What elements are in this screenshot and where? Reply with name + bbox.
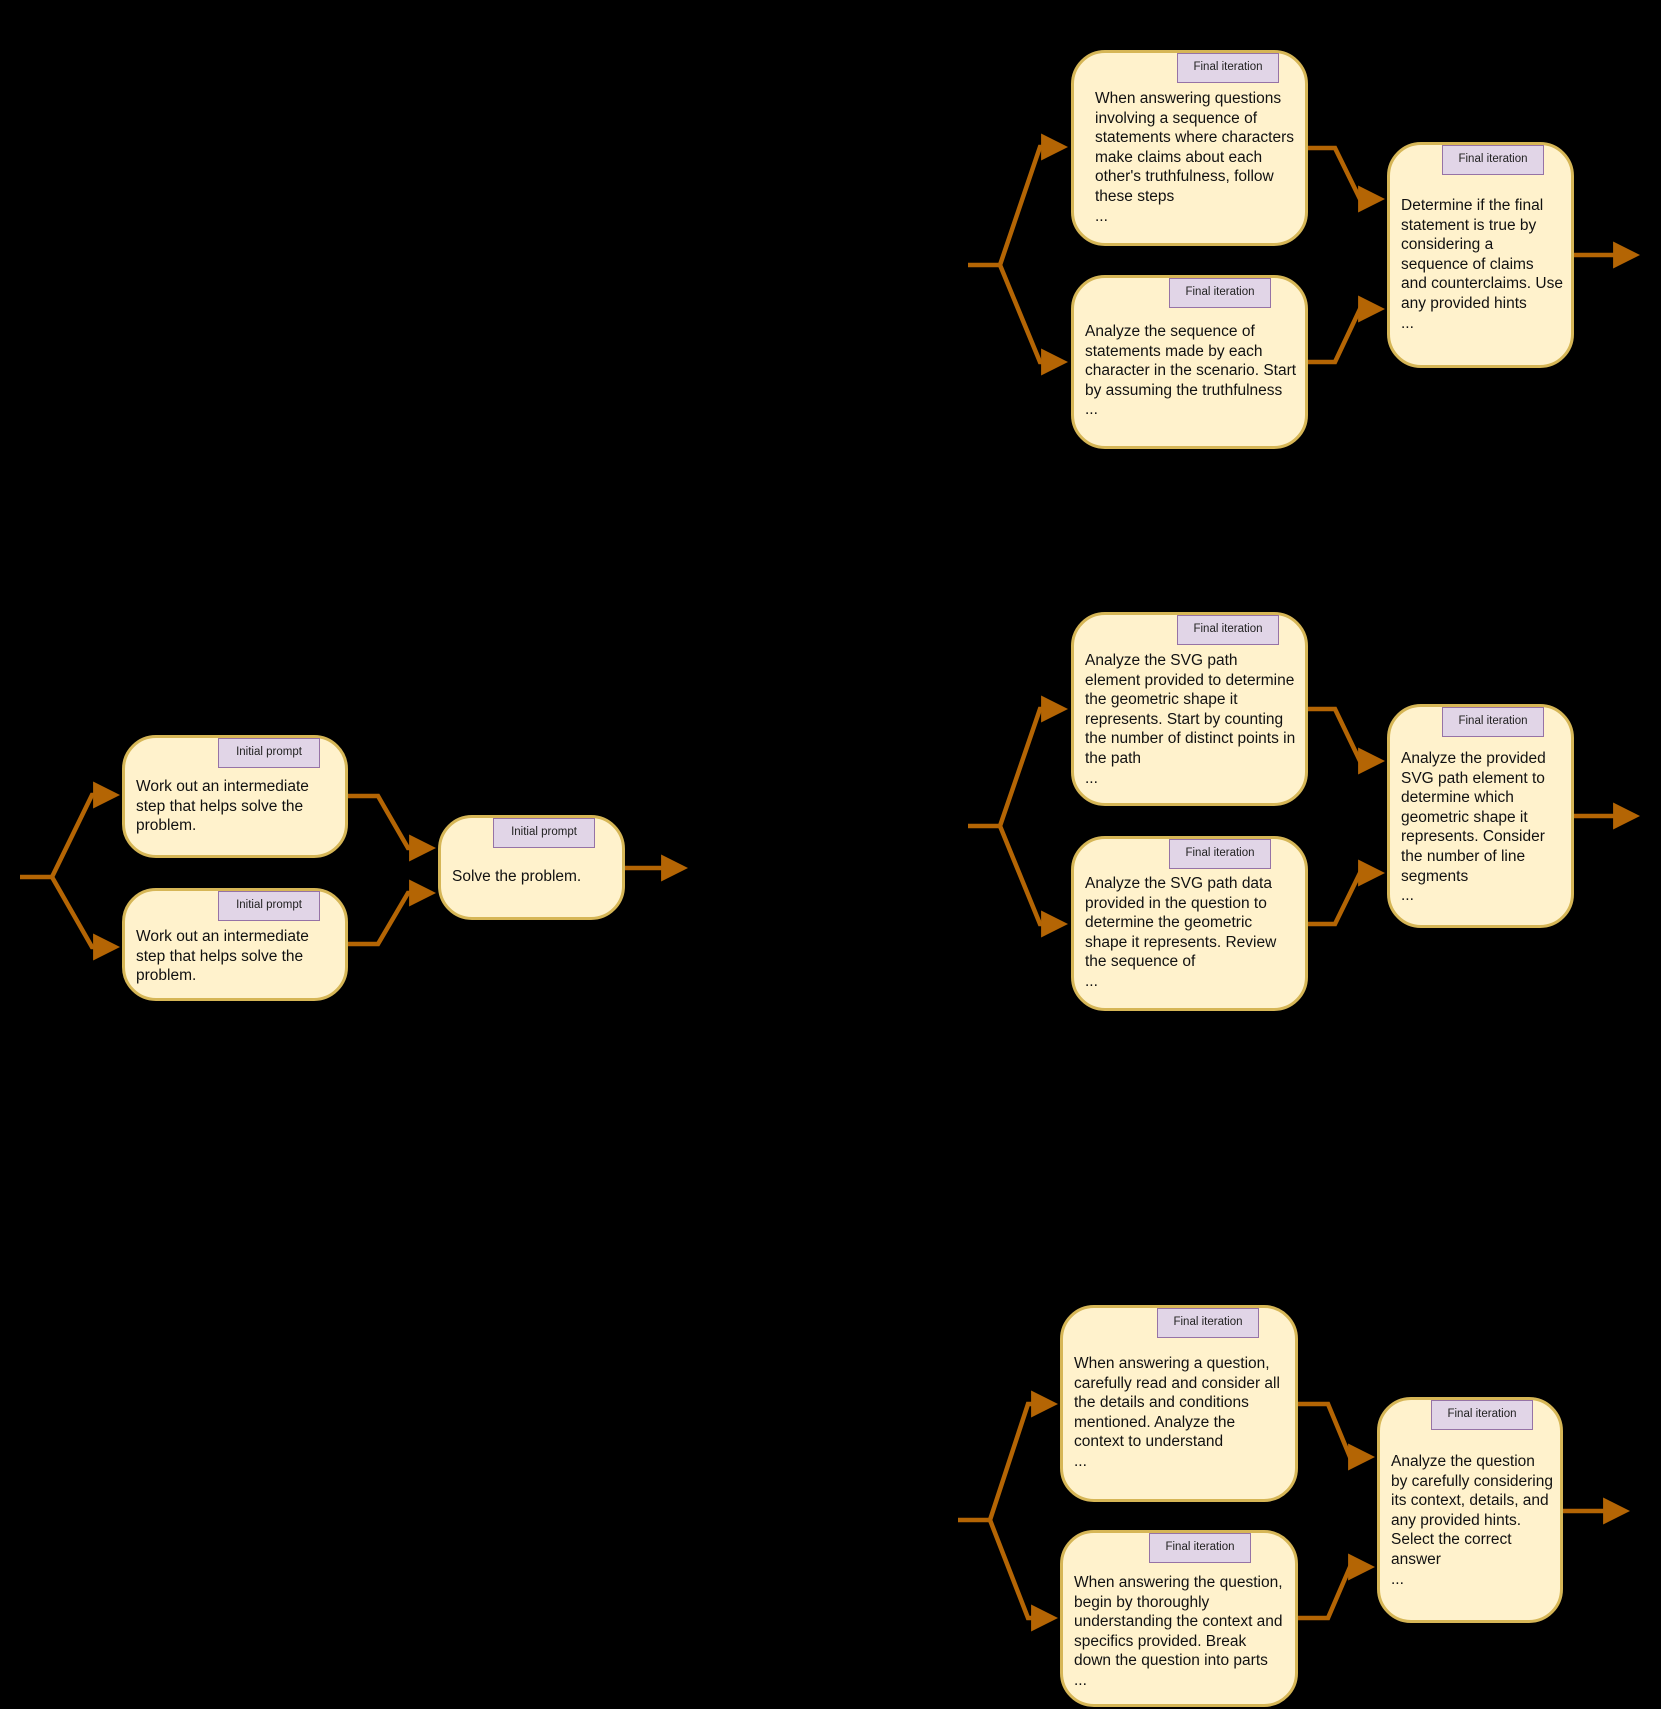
node-badge: Final iteration <box>1157 1308 1259 1338</box>
node-text: Analyze the SVG path element provided to… <box>1085 652 1296 787</box>
node-truth-merge: Final iteration Determine if the final s… <box>1387 142 1574 368</box>
node-text: Analyze the question by carefully consid… <box>1391 1453 1553 1588</box>
node-text: Work out an intermediate step that helps… <box>136 778 309 835</box>
node-badge: Final iteration <box>1169 839 1271 869</box>
edge-to-step-1 <box>49 781 121 878</box>
node-text: Work out an intermediate step that helps… <box>136 928 309 985</box>
node-intermediate-step-1: Initial prompt Work out an intermediate … <box>122 735 348 858</box>
node-truth-branch-2: Final iteration Analyze the sequence of … <box>1071 275 1308 449</box>
node-svg-merge: Final iteration Analyze the provided SVG… <box>1387 704 1574 928</box>
node-badge: Final iteration <box>1177 615 1279 645</box>
node-badge: Initial prompt <box>493 818 595 848</box>
node-text: When answering questions involving a seq… <box>1095 90 1295 225</box>
edge-step2-to-solve <box>348 879 437 947</box>
node-badge: Final iteration <box>1169 278 1271 308</box>
node-badge: Final iteration <box>1442 145 1544 175</box>
node-context-merge: Final iteration Analyze the question by … <box>1377 1397 1563 1623</box>
node-badge: Initial prompt <box>218 738 320 768</box>
node-context-branch-1: Final iteration When answering a questio… <box>1060 1305 1298 1502</box>
node-badge: Final iteration <box>1442 707 1544 737</box>
node-svg-branch-1: Final iteration Analyze the SVG path ele… <box>1071 612 1308 806</box>
node-context-branch-2: Final iteration When answering the quest… <box>1060 1530 1298 1707</box>
node-badge: Final iteration <box>1431 1400 1533 1430</box>
node-badge: Final iteration <box>1177 53 1279 83</box>
node-badge: Initial prompt <box>218 891 320 921</box>
node-text: Analyze the provided SVG path element to… <box>1401 750 1546 905</box>
node-text: Analyze the SVG path data provided in th… <box>1085 875 1277 990</box>
node-text: Analyze the sequence of statements made … <box>1085 323 1297 419</box>
node-text: When answering a question, carefully rea… <box>1074 1355 1280 1470</box>
edge-to-step-2 <box>50 875 121 961</box>
node-svg-branch-2: Final iteration Analyze the SVG path dat… <box>1071 836 1308 1011</box>
edge-step1-to-solve <box>348 793 437 862</box>
node-text: Solve the problem. <box>452 868 582 885</box>
node-badge: Final iteration <box>1149 1533 1251 1563</box>
node-text: When answering the question, begin by th… <box>1074 1574 1283 1689</box>
node-text: Determine if the final statement is true… <box>1401 197 1563 332</box>
node-truth-branch-1: Final iteration When answering questions… <box>1071 50 1308 246</box>
node-intermediate-step-2: Initial prompt Work out an intermediate … <box>122 888 348 1001</box>
node-solve-problem: Initial prompt Solve the problem. <box>438 815 625 920</box>
